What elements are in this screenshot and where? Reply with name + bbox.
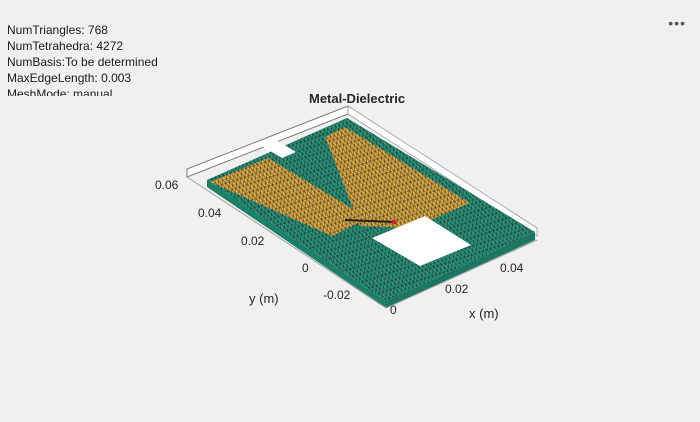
y-tick-label: 0 [302,261,309,275]
axes-bounding-box-back [347,105,538,237]
substrate-side-front [207,180,386,308]
x-axis: 0 0.02 0.04 x (m) [385,239,538,321]
y-tick-label: -0.02 [323,288,351,302]
x-axis-label: x (m) [469,306,499,321]
info-max-edge-length: MaxEdgeLength: 0.003 [7,71,132,85]
y-tick-label: 0.02 [241,234,265,248]
x-tick-label: 0.02 [445,282,469,296]
x-tick-label: 0 [390,303,397,317]
y-tick-label: 0.04 [198,206,222,220]
info-num-triangles: NumTriangles: 768 [7,23,108,37]
more-options-icon[interactable]: ••• [668,15,686,31]
feed-point [344,219,397,225]
y-tick-label: 0.06 [155,178,179,192]
metal-patch-right-mesh [325,127,470,228]
info-num-basis: NumBasis:To be determined [7,55,158,69]
y-axis-label: y (m) [249,291,279,306]
mesh-info-panel: NumTriangles: 768 NumTetrahedra: 4272 Nu… [7,22,207,96]
substrate-side-right [386,232,535,308]
x-tick-label: 0.04 [500,261,524,275]
metal-patch-left-mesh [210,158,368,236]
info-num-tetrahedra: NumTetrahedra: 4272 [7,39,124,53]
figure-title: Metal-Dielectric [309,91,406,106]
y-axis: 0.06 0.04 0.02 0 -0.02 y (m) [155,176,387,309]
ground-gap-notch [262,140,296,158]
ground-gap-region [372,216,471,266]
info-mesh-mode: MeshMode: manual [7,87,113,96]
